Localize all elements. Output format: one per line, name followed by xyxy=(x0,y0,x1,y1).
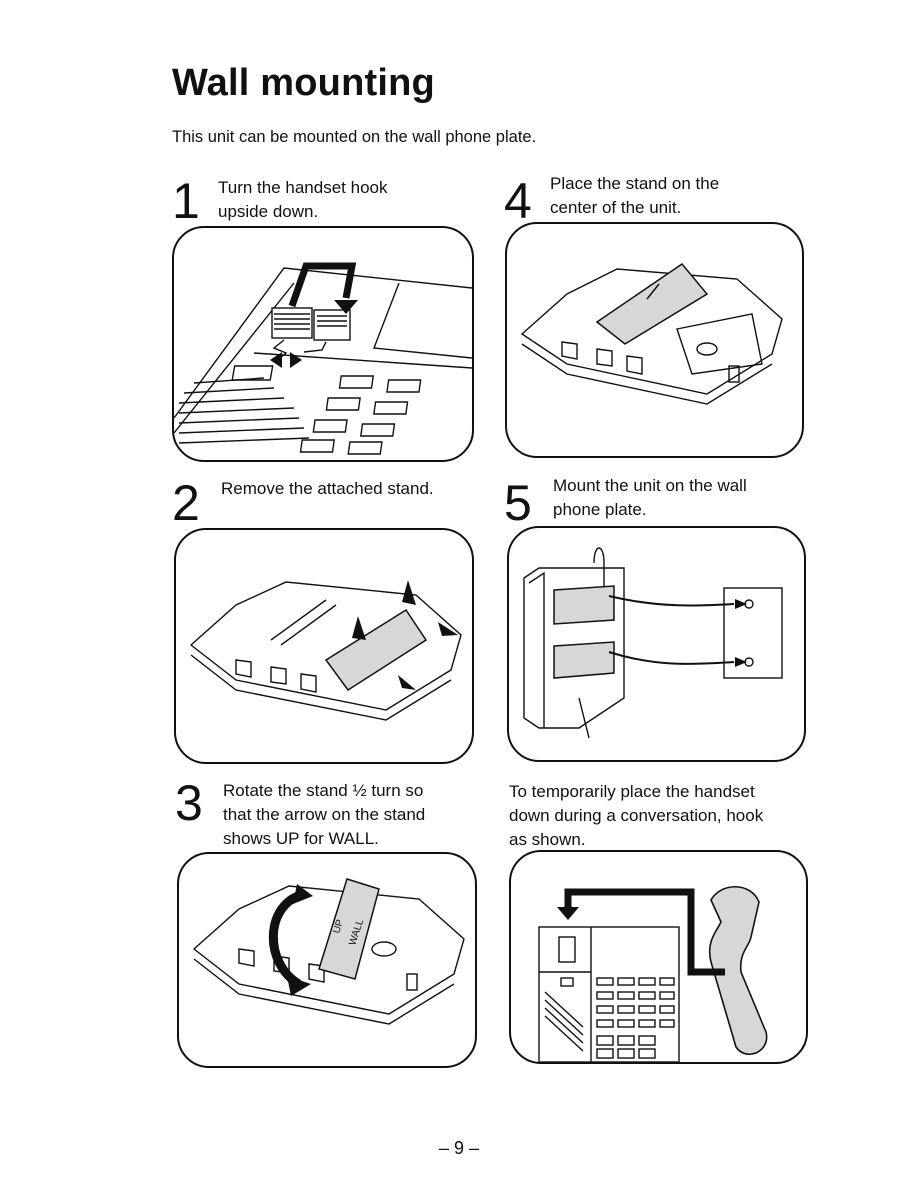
step-4-illustration xyxy=(505,222,804,458)
step-3-illustration: UP WALL xyxy=(177,852,477,1068)
hook-note-illustration xyxy=(509,850,808,1064)
step-3-number: 3 xyxy=(175,775,203,831)
step-5-number: 5 xyxy=(504,475,532,531)
step-1-text: Turn the handset hook upside down. xyxy=(218,176,388,224)
step-4-number: 4 xyxy=(504,173,532,229)
step-2-number: 2 xyxy=(172,475,200,531)
hook-note-line-2: down during a conversation, hook xyxy=(509,806,764,825)
step-5-illustration xyxy=(507,526,806,762)
step-1-number: 1 xyxy=(172,173,200,229)
step-5-text: Mount the unit on the wall phone plate. xyxy=(553,474,747,522)
intro-text: This unit can be mounted on the wall pho… xyxy=(172,128,537,146)
step-3-text: Rotate the stand ½ turn so that the arro… xyxy=(223,779,425,851)
step-3-line-3: shows UP for WALL. xyxy=(223,829,379,848)
step-1-line-1: Turn the handset hook xyxy=(218,178,388,197)
hook-note-line-1: To temporarily place the handset xyxy=(509,782,755,801)
hook-note-text: To temporarily place the handset down du… xyxy=(509,780,763,852)
step-4-line-1: Place the stand on the xyxy=(550,174,720,193)
wall-mount-drawing xyxy=(523,547,783,739)
step-4-line-2: center of the unit. xyxy=(550,198,682,217)
step-3-line-1: Rotate the stand ½ turn so xyxy=(223,781,424,800)
step-5-line-2: phone plate. xyxy=(553,500,647,519)
step-3-line-2: that the arrow on the stand xyxy=(223,805,426,824)
step-1-line-2: upside down. xyxy=(218,202,319,221)
step-1-illustration xyxy=(172,226,474,462)
stand-up-label: UP xyxy=(331,918,346,935)
step-2-line-1: Remove the attached stand. xyxy=(221,479,434,498)
page-number: – 9 – xyxy=(438,1138,480,1158)
remove-stand-drawing xyxy=(189,580,462,721)
rotate-stand-drawing: UP WALL xyxy=(192,878,465,1025)
step-2-illustration xyxy=(174,528,474,764)
hook-note-line-3: as shown. xyxy=(509,830,586,849)
step-5-line-1: Mount the unit on the wall xyxy=(553,476,747,495)
handset-hook-drawing xyxy=(538,886,768,1062)
step-2-text: Remove the attached stand. xyxy=(221,477,434,501)
handset-hook-flip-drawing xyxy=(174,262,472,455)
step-4-text: Place the stand on the center of the uni… xyxy=(550,172,719,220)
place-stand-drawing xyxy=(520,262,783,405)
page-title: Wall mounting xyxy=(172,62,435,104)
